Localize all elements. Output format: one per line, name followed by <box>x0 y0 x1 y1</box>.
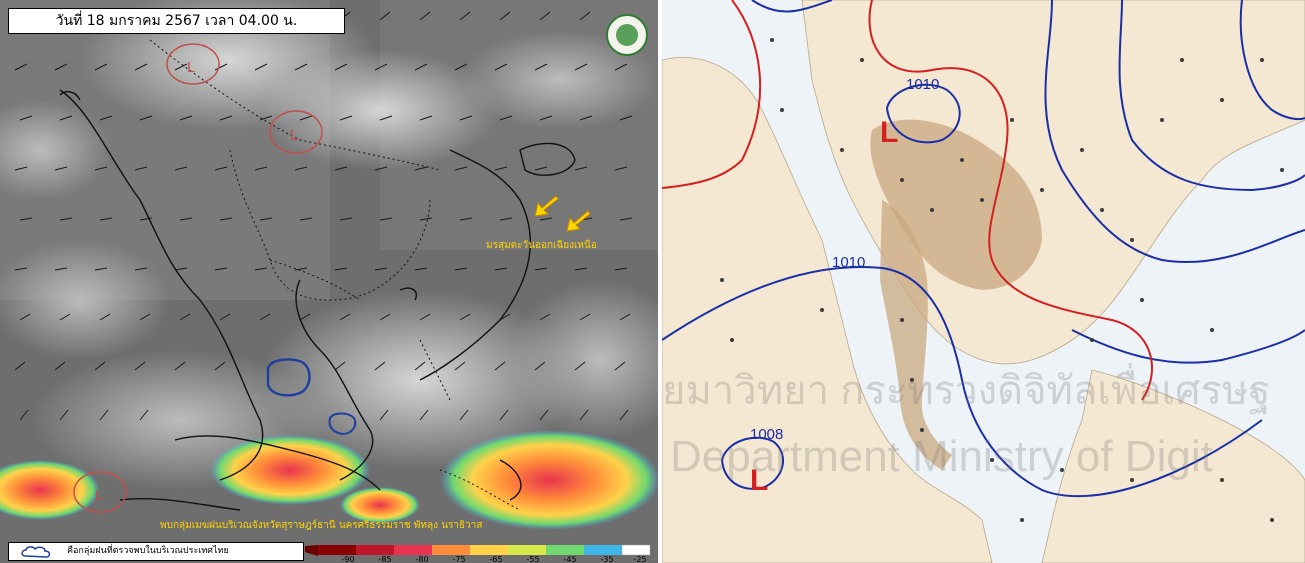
date-time-label: วันที่ 18 มกราคม 2567 เวลา 04.00 น. <box>8 8 345 34</box>
rain-outline <box>328 412 357 436</box>
scale-tick-label: -35 <box>600 555 614 563</box>
scale-tick-label: -65 <box>489 555 503 563</box>
low-marker: L <box>750 464 768 497</box>
watermark-thai: ยมาวิทยา กระทรวงดิจิทัลเพื่อเศรษฐ <box>662 369 1271 413</box>
scale-tick-label: -55 <box>526 555 540 563</box>
rain-cell <box>210 435 370 505</box>
low-marker: L <box>187 59 195 76</box>
isobar <box>662 0 1305 498</box>
low-marker: L <box>290 127 298 144</box>
monsoon-arrow-icon <box>566 210 591 232</box>
monsoon-label: มรสุมตะวันออกเฉียงเหนือ <box>486 240 597 251</box>
coastline <box>59 89 576 511</box>
isobar-label: 1010 <box>832 254 866 271</box>
scale-tick-label: -85 <box>378 555 392 563</box>
isobar-label: 1010 <box>906 76 940 93</box>
wind-barbs <box>14 11 633 421</box>
low-pressure-circle <box>269 110 323 154</box>
cloud-outline-icon <box>21 546 51 558</box>
satellite-map-graphic: L L L <box>0 0 658 556</box>
scale-tick-label: -45 <box>563 555 577 563</box>
surface-pressure-map-graphic: L L <box>662 0 1305 563</box>
rain-cell <box>440 430 658 530</box>
rain-outline <box>266 358 311 397</box>
low-marker: L <box>880 116 898 149</box>
shaded-land-area <box>870 119 1042 470</box>
scale-tick-label: -25 <box>633 555 647 563</box>
land-area <box>662 0 1305 563</box>
front-line <box>662 0 1153 401</box>
surface-pressure-map-panel: L L 1010 1010 1008 ยมาวิทยา กระทรวงดิจิท… <box>662 0 1305 563</box>
low-marker: L <box>95 487 103 504</box>
low-pressure-circle <box>73 471 127 513</box>
legend-box: คือกลุ่มฝนที่ตรวจพบในบริเวณประเทศไทย <box>8 542 304 561</box>
scale-tick-label: -75 <box>452 555 466 563</box>
satellite-map-panel: L L L วันที่ 18 มกราคม 2567 เวลา 04.00 น… <box>0 0 658 563</box>
monsoon-arrow-icon <box>534 195 559 217</box>
scale-tick-label: -90 <box>341 555 355 563</box>
rain-cell <box>0 460 100 520</box>
isobar-label: 1008 <box>750 426 784 443</box>
low-pressure-circle <box>166 43 220 85</box>
scale-tick-label: -80 <box>415 555 429 563</box>
watermark-english: Department Ministry of Digit <box>670 432 1213 481</box>
rain-caption: พบกลุ่มเมฆฝนบริเวณจังหวัดสุราษฎร์ธานี นค… <box>160 520 483 531</box>
temperature-scale-bar <box>305 544 651 556</box>
rain-cell <box>340 487 420 523</box>
station-plots <box>720 38 1284 522</box>
border-line <box>149 39 521 511</box>
legend-text: คือกลุ่มฝนที่ตรวจพบในบริเวณประเทศไทย <box>67 546 229 556</box>
agency-logo-icon <box>606 14 648 56</box>
